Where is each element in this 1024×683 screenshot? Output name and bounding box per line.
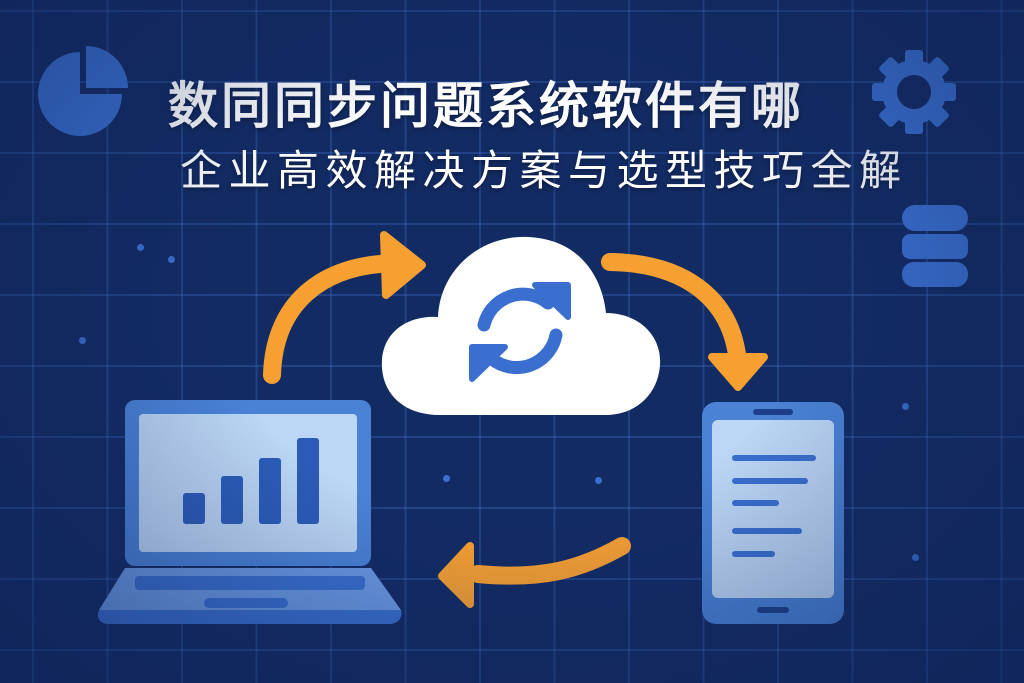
arrow-left-icon (438, 537, 631, 608)
laptop-icon (98, 400, 402, 624)
decor-dot (443, 475, 450, 482)
decor-dot (168, 256, 175, 263)
tablet-icon (702, 402, 844, 624)
decor-dot (79, 337, 86, 344)
decor-dot (902, 403, 909, 410)
headline-subtitle: 企业高效解决方案与选型技巧全解 (180, 146, 908, 195)
cloud-sync-icon (381, 236, 661, 415)
decor-dot (137, 244, 144, 251)
headline-title: 数同同步问题系统软件有哪 (168, 77, 804, 135)
decor-dot (912, 554, 919, 561)
database-icon (902, 205, 968, 287)
gear-icon (872, 50, 956, 134)
pie-chart-icon (38, 46, 128, 136)
decor-dot (595, 477, 602, 484)
